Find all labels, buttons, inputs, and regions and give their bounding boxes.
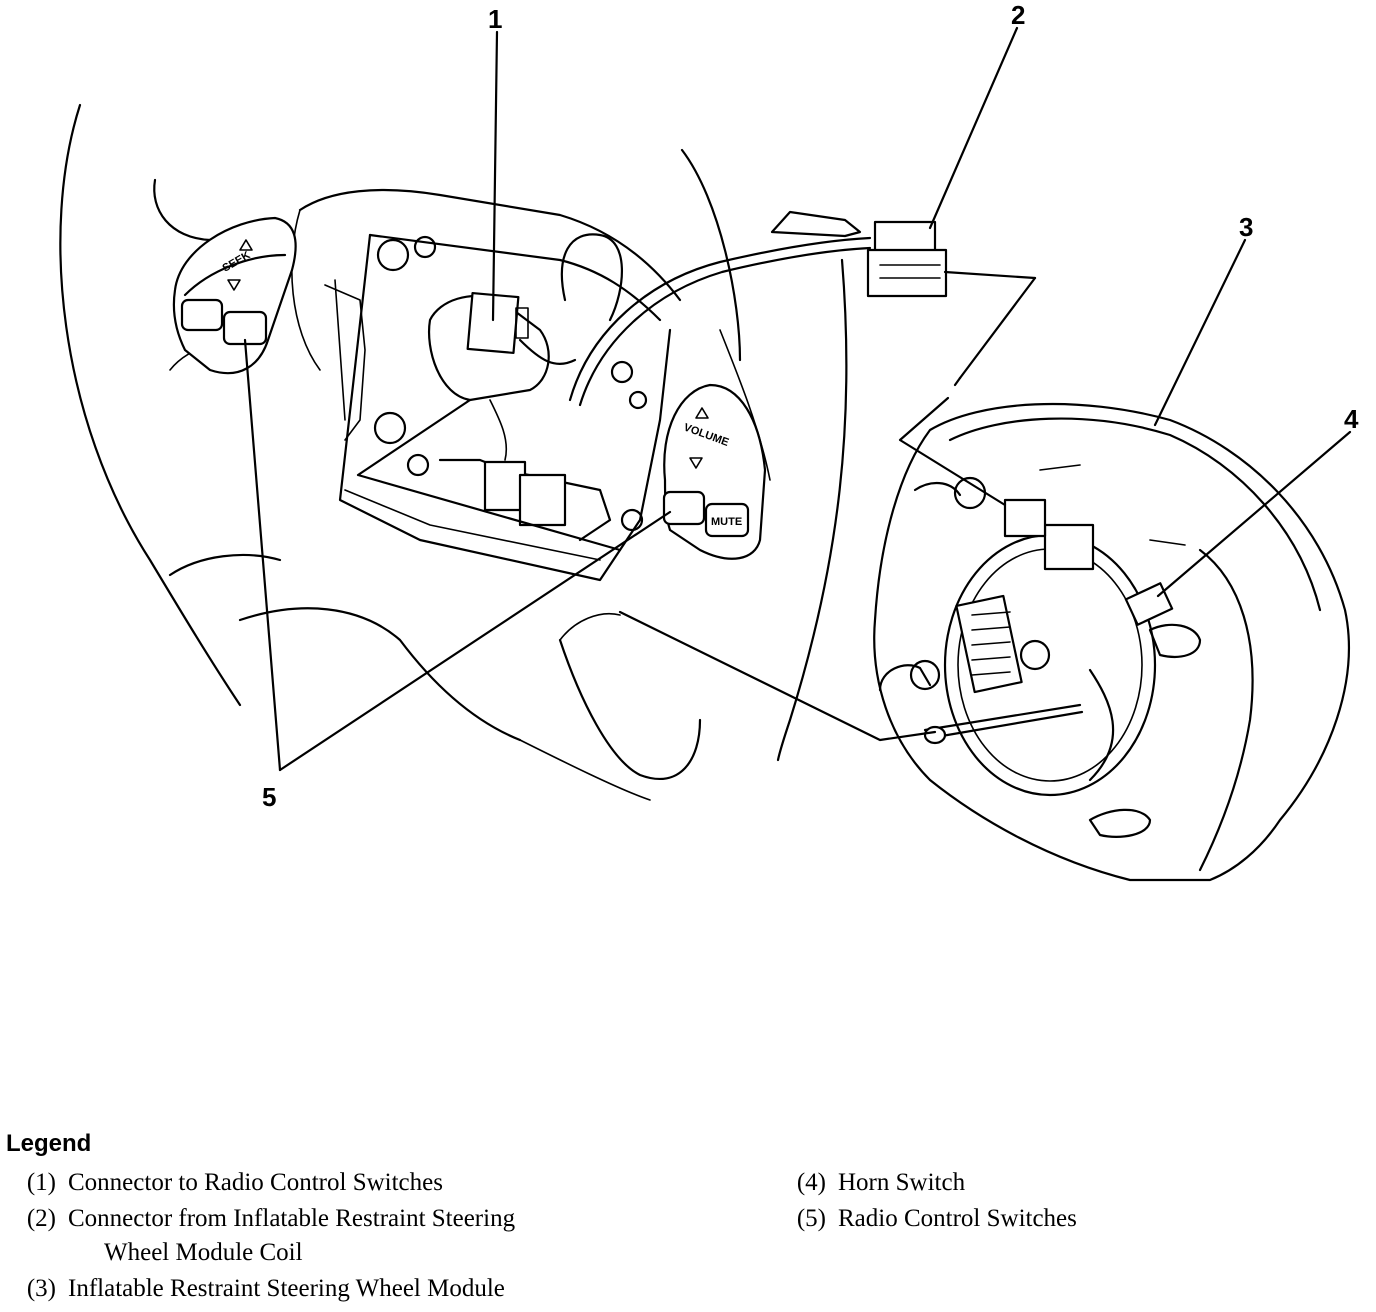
legend-item-5: (5) Radio Control Switches [776, 1202, 1077, 1236]
legend-item-text: Connector from Inflatable Restraint Stee… [68, 1205, 516, 1232]
inflatable-restraint-module [873, 402, 1350, 882]
steering-wheel-rim [59, 103, 848, 801]
legend-item-4: (4) Horn Switch [776, 1166, 965, 1200]
steering-wheel-hub [291, 188, 682, 582]
callout-5: 5 [262, 782, 276, 812]
steering-wheel-diagram: SEEK VOLUME MUTE [59, 0, 1359, 882]
legend-item-3: (3) Inflatable Restraint Steering Wheel M… [6, 1272, 505, 1306]
legend: Legend (1) Connector to Radio Control Swi… [6, 1130, 1366, 1310]
leader-lines [243, 26, 1352, 772]
coil-wire-harness [568, 236, 872, 407]
legend-item-2-continuation: Wheel Module Coil [104, 1239, 303, 1266]
legend-item-number: (5) [796, 1205, 826, 1232]
callout-3: 3 [1239, 212, 1253, 242]
mute-label: MUTE [711, 516, 742, 528]
connector-from-coil [770, 210, 948, 298]
legend-item-text: Horn Switch [838, 1169, 966, 1196]
legend-item-2: (2) Connector from Inflatable Restraint S… [6, 1202, 515, 1236]
legend-item-text: Connector to Radio Control Switches [68, 1169, 443, 1196]
left-switch-pod: SEEK [172, 216, 297, 375]
connector-radio-control-switches [324, 233, 624, 542]
legend-item-number: (1) [26, 1169, 56, 1196]
legend-item-text: Radio Control Switches [838, 1205, 1077, 1232]
right-switch-pod: VOLUME MUTE [662, 383, 767, 560]
legend-item-number: (2) [26, 1205, 56, 1232]
legend-item-number: (3) [26, 1275, 56, 1302]
legend-item-text: Inflatable Restraint Steering Wheel Modu… [68, 1275, 505, 1302]
legend-item-number: (4) [796, 1169, 826, 1196]
callout-1: 1 [488, 4, 502, 34]
callout-4: 4 [1344, 404, 1359, 434]
legend-item-1: (1) Connector to Radio Control Switches [6, 1166, 443, 1200]
legend-title: Legend [6, 1130, 92, 1157]
callout-2: 2 [1011, 0, 1025, 30]
callout-numbers: 1 2 3 4 5 [262, 0, 1359, 812]
